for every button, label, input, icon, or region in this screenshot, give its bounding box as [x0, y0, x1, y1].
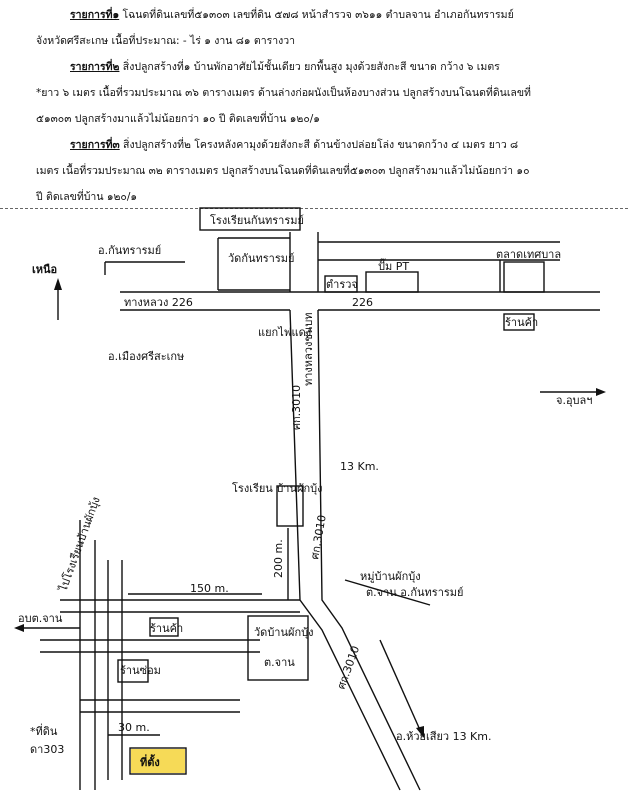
item-3-text-1: สิ่งปลูกสร้างที่๒ โครงหลังคามุงด้วยสังกะ…	[123, 139, 519, 151]
dist-13-label: 13 Km.	[340, 460, 379, 473]
rural-road-left-edge	[289, 309, 401, 791]
item-2-text-3: ๕๑๓๐๓ ปลูกสร้างมาแล้วไม่น้อยกว่า ๑๐ ปี ต…	[36, 113, 320, 125]
arrow-south-head	[416, 726, 424, 738]
school-top-label: โรงเรียนกันทรารมย์	[210, 213, 304, 227]
north-label: เหนือ	[32, 263, 57, 276]
shop-low-label: ร้านค้า	[150, 622, 183, 635]
target-label: ที่ตั้ง	[140, 754, 160, 769]
traffic-light-label: แยกไฟแดง	[258, 326, 311, 339]
land-number-label: ดา303	[30, 743, 64, 756]
highway-left-label: ทางหลวง 226	[124, 296, 193, 309]
arrow-south	[379, 639, 421, 731]
to-ubon-label: จ.อุบลฯ	[556, 394, 592, 407]
market-box	[503, 261, 545, 293]
school-top-box	[199, 207, 301, 231]
item-3-text-3: ปี ติดเลขที่บ้าน ๑๒๐/๑	[36, 191, 138, 203]
police-label: ตำรวจ	[326, 278, 358, 291]
school-low-label: โรงเรียน บ้านผักบุ้ง	[232, 481, 322, 495]
page-divider	[0, 208, 628, 209]
school-low-box	[276, 485, 304, 527]
pump-box	[365, 271, 419, 293]
rural-road-label: ทางหลวงชนบท	[302, 312, 315, 386]
temple-low-label: วัดบ้านผักบุ้ง	[254, 626, 313, 639]
temple-top-label: วัดกันทรารมย์	[228, 252, 294, 265]
target-highlight	[131, 749, 185, 773]
road-code-3-label: ศก.3010	[335, 644, 363, 691]
item-2-label: รายการที่๒	[70, 61, 120, 73]
village-sub-label: ต.จาน อ.กันทรารมย์	[366, 586, 464, 599]
repair-shop-box	[117, 659, 149, 683]
shop-top-label: ร้านค้า	[505, 316, 538, 329]
village-label: หมู่บ้านผักบุ้ง	[360, 570, 421, 583]
road-code-2-label: ศก.3010	[308, 514, 329, 561]
item-1-text-1: โฉนดที่ดินเลขที่๕๑๓๐๓ เลขที่ดิน ๕๗๘ หน้า…	[122, 9, 514, 21]
item-3-line-1: รายการที่๓ สิ่งปลูกสร้างที่๒ โครงหลังคาม…	[70, 138, 518, 152]
market-label: ตลาดเทศบาล	[496, 248, 561, 261]
to-muang-label: อ.เมืองศรีสะเกษ	[108, 350, 184, 363]
item-1-line-1: รายการที่๑ โฉนดที่ดินเลขที่๕๑๓๐๓ เลขที่ด…	[70, 8, 514, 22]
north-arrow-head	[54, 278, 62, 290]
item-1-label: รายการที่๑	[70, 9, 120, 21]
to-left-road-label: อบต.จาน	[18, 612, 63, 625]
village-underline	[344, 579, 431, 606]
item-2-line-1: รายการที่๒ สิ่งปลูกสร้างที่๑ บ้านพักอาศั…	[70, 60, 500, 74]
dist-30-label: 30 m.	[118, 721, 150, 734]
target-box-outline	[129, 747, 187, 775]
temple-top-outline	[105, 237, 290, 291]
dist-150-label: 150 m.	[190, 582, 229, 595]
pump-label: ปั๊ม PT	[378, 258, 409, 273]
item-3-label: รายการที่๓	[70, 139, 120, 151]
repair-shop-label: ร้านซ่อม	[120, 664, 161, 677]
shop-top-box	[503, 313, 535, 331]
arrow-left-head	[14, 624, 24, 632]
dist-200-label: 200 m.	[272, 539, 285, 578]
document-text: รายการที่๑ โฉนดที่ดินเลขที่๕๑๓๐๓ เลขที่ด…	[0, 0, 628, 210]
rural-road-right-edge	[317, 309, 421, 791]
temple-low-sub-label: ต.จาน	[264, 656, 295, 669]
arrow-ubon-head	[596, 388, 606, 396]
shop-low-box	[149, 617, 179, 637]
item-2-text-2: *ยาว ๖ เมตร เนื้อที่รวมประมาณ ๓๖ ตารางเม…	[36, 87, 531, 99]
road-kanthararom-label: อ.กันทรารมย์	[98, 244, 161, 257]
location-map: เหนือ โรงเรียนกันทรารมย์ อ.กันทรารมย์ วั…	[14, 207, 606, 791]
temple-low-box	[247, 615, 309, 681]
item-3-text-2: เมตร เนื้อที่รวมประมาณ ๓๒ ตารางเมตร ปลูก…	[36, 165, 530, 177]
item-2-text-1: สิ่งปลูกสร้างที่๑ บ้านพักอาศัยไม้ชั้นเดี…	[122, 61, 500, 73]
highway-right-label: 226	[352, 296, 373, 309]
item-1-text-2: จังหวัดศรีสะเกษ เนื้อที่ประมาณ: - ไร่ ๑ …	[36, 35, 296, 47]
land-label: *ที่ดิน	[30, 723, 58, 738]
police-box	[324, 275, 358, 293]
road-code-1-label: ศก.3010	[290, 385, 303, 430]
side-road-label: ไปโรงเรียนบ้านผักบุ้ง	[55, 495, 103, 594]
to-south-label: อ.ห้วยเสียว 13 Km.	[396, 730, 492, 743]
